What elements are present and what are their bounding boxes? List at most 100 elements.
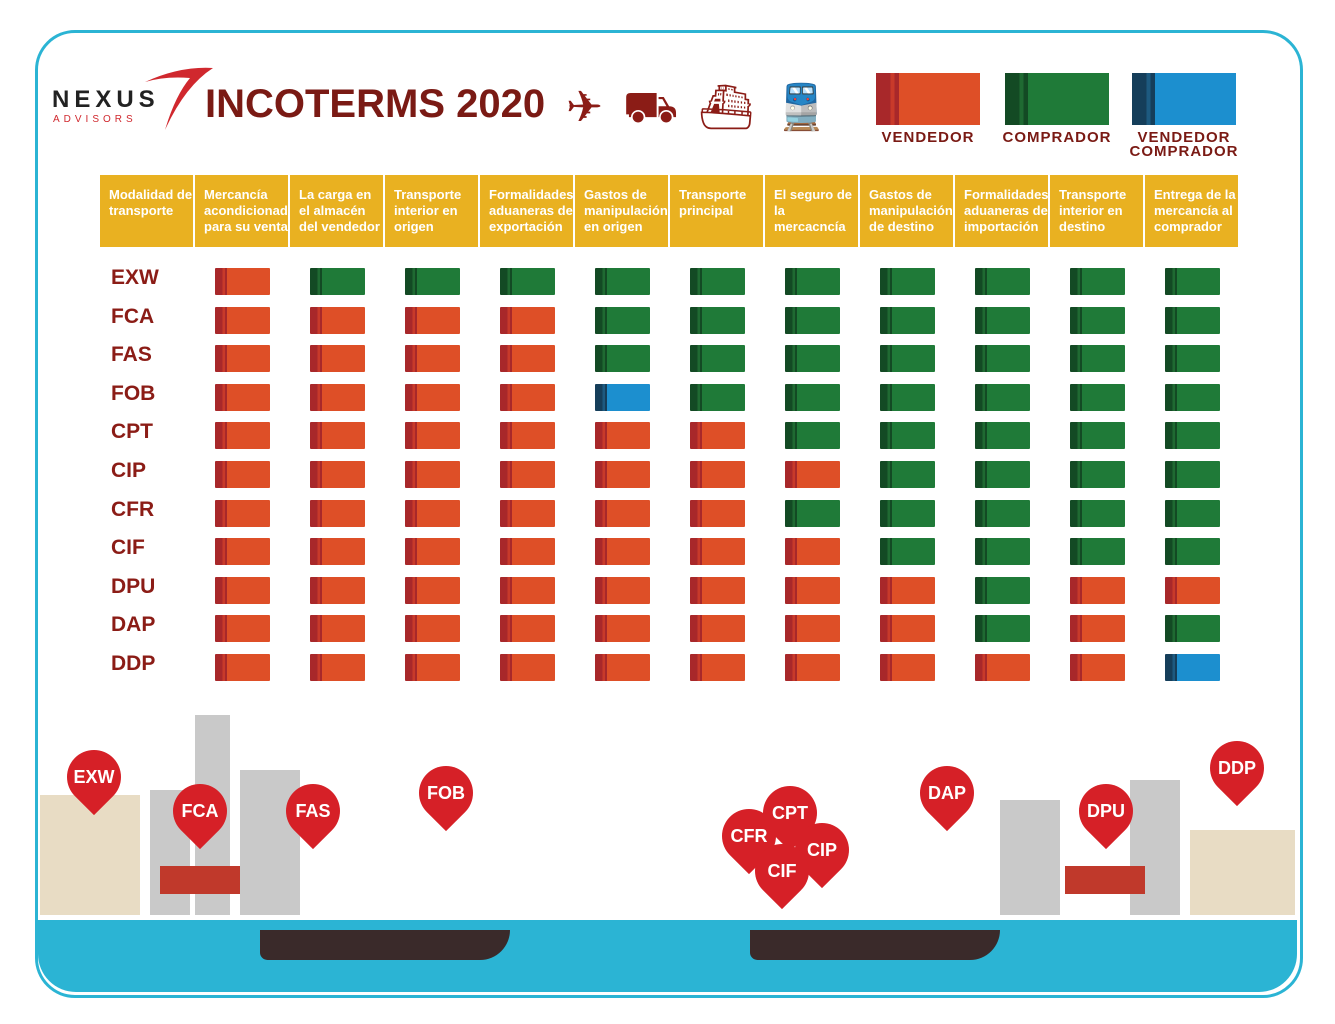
container-cell-C	[880, 499, 935, 527]
row-term-FOB: FOB	[111, 381, 156, 405]
pin-label: FAS	[295, 801, 331, 821]
brand-name: NEXUS	[52, 86, 160, 113]
container-cell-C	[1070, 499, 1125, 527]
container-cell-V	[215, 306, 270, 334]
container-cell-V	[215, 499, 270, 527]
train-icon: 🚆	[774, 83, 829, 132]
pin-label: CIF	[767, 861, 797, 881]
container-cell-V	[690, 576, 745, 604]
pin-label: DPU	[1086, 801, 1125, 821]
container-cell-V	[500, 654, 555, 681]
container-cell-C	[975, 461, 1030, 488]
container-cell-V	[690, 422, 745, 450]
ship-icon: ⛴	[698, 83, 755, 132]
row-term-CIF: CIF	[111, 536, 145, 560]
container-cell-C	[975, 268, 1030, 295]
container-cell-C	[690, 383, 745, 411]
container-cell-C	[880, 538, 935, 566]
container-cell-V	[500, 538, 555, 566]
nexus-logo: NEXUS ADVISORS	[50, 66, 215, 136]
container-cell-C	[405, 268, 460, 295]
container-cell-C	[1165, 306, 1220, 334]
container-cell-V	[595, 654, 650, 681]
container-cell-C	[975, 422, 1030, 450]
container-cell-C	[690, 268, 745, 295]
container-cell-V	[215, 268, 270, 295]
column-header: Modalidad de transporte	[100, 175, 193, 247]
page-title: INCOTERMS 2020	[205, 82, 546, 126]
container-cell-B	[595, 383, 650, 411]
row-term-CIP: CIP	[111, 459, 147, 482]
container-cell-V	[500, 422, 555, 450]
row-term-DDP: DDP	[111, 652, 156, 675]
container-cell-V	[405, 306, 460, 334]
container-cell-V	[405, 615, 460, 643]
container-cell-V	[500, 461, 555, 488]
container-cell-V	[405, 576, 460, 604]
container-cell-C	[975, 538, 1030, 566]
container-cell-V	[215, 345, 270, 373]
legend-item-V: VENDEDOR	[868, 73, 988, 145]
pin-FAS: FAS	[274, 772, 352, 850]
container-cell-C	[1165, 422, 1220, 450]
container-cell-C	[595, 268, 650, 295]
container-cell-V	[405, 654, 460, 681]
container-cell-C	[785, 345, 840, 373]
truck-icon: ⛟	[622, 83, 679, 132]
container-cell-V	[215, 422, 270, 450]
container-cell-V	[405, 538, 460, 566]
container-cell-V	[880, 615, 935, 643]
column-header: El seguro de la mercacncía	[765, 175, 858, 247]
legend-label: VENDEDOR	[881, 129, 975, 146]
pin-label: EXW	[73, 767, 115, 787]
container-cell-V	[310, 538, 365, 566]
container-cell-C	[975, 383, 1030, 411]
container-cell-V	[215, 538, 270, 566]
column-header: Formalidades aduaneras de exportación	[480, 175, 574, 247]
container-cell-V	[310, 461, 365, 488]
container-cell-V	[310, 422, 365, 450]
container-cell-V	[215, 615, 270, 643]
column-header: Formalidades aduaneras de importación	[955, 175, 1049, 247]
container-cell-V	[405, 461, 460, 488]
container-cell-V	[785, 576, 840, 604]
pin-DAP: DAP	[908, 754, 986, 832]
container-cell-V	[215, 461, 270, 488]
container-B-icon	[1132, 73, 1236, 125]
container-cell-V	[690, 499, 745, 527]
container-cell-C	[785, 306, 840, 334]
column-header: Gastos de manipulación de destino	[860, 175, 953, 247]
container-cell-V	[500, 576, 555, 604]
container-cell-V	[500, 615, 555, 643]
container-cell-C	[1070, 345, 1125, 373]
pin-label: DDP	[1217, 758, 1256, 778]
brand-sub: ADVISORS	[53, 114, 137, 125]
container-cell-V	[500, 383, 555, 411]
legend-label: COMPRADOR	[1002, 129, 1112, 146]
container-cell-B	[1165, 654, 1220, 681]
container-cell-C	[1165, 499, 1220, 527]
legend-label: VENDEDOR COMPRADOR	[1129, 129, 1239, 160]
container-cell-C	[1165, 538, 1220, 566]
container-cell-C	[975, 576, 1030, 604]
container-cell-C	[880, 422, 935, 450]
legend-item-B: VENDEDOR COMPRADOR	[1124, 73, 1244, 159]
swoosh-icon	[145, 67, 213, 130]
container-cell-C	[1165, 615, 1220, 643]
container-cell-V	[690, 461, 745, 488]
container-cell-C	[880, 461, 935, 488]
container-cell-V	[405, 383, 460, 411]
column-header: Gastos de manipulación en origen	[575, 175, 668, 247]
container-cell-C	[1070, 538, 1125, 566]
container-C-icon	[1005, 73, 1109, 125]
container-cell-V	[595, 615, 650, 643]
container-cell-V	[595, 538, 650, 566]
row-term-CFR: CFR	[111, 497, 155, 521]
column-header: Transporte principal	[670, 175, 763, 247]
column-header: Transporte interior en destino	[1050, 175, 1143, 247]
container-cell-C	[500, 268, 555, 295]
row-term-FCA: FCA	[111, 304, 155, 328]
container-cell-V	[500, 499, 555, 527]
container-cell-V	[405, 345, 460, 373]
container-cell-V	[1070, 615, 1125, 643]
